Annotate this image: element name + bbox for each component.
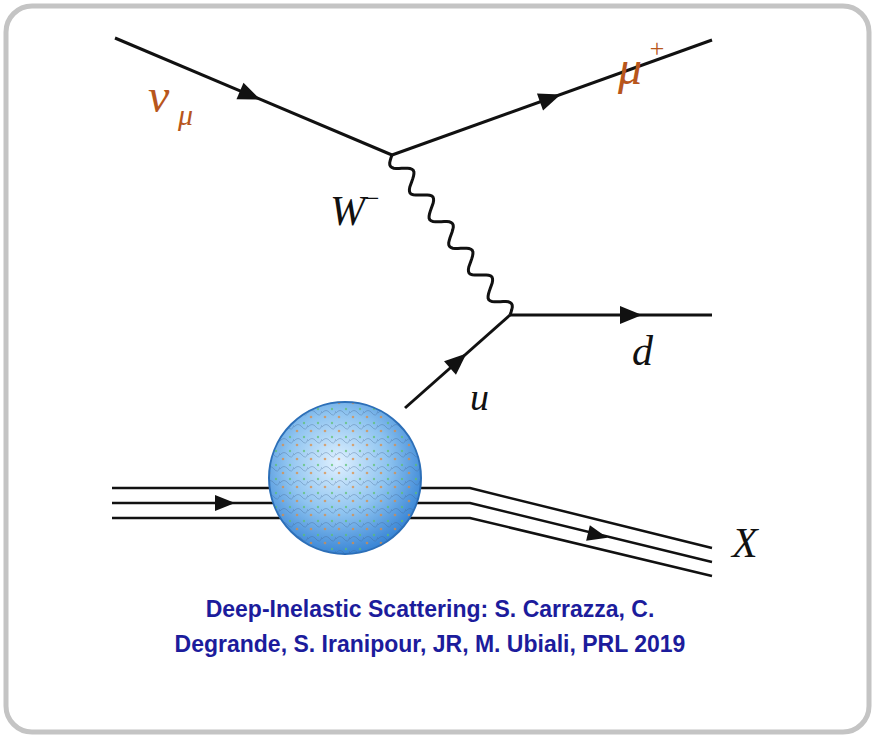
- proton-lines-out: [405, 488, 712, 576]
- particle-symbol: ν: [148, 72, 169, 120]
- caption: Deep-Inelastic Scattering: S. Carrazza, …: [150, 592, 710, 661]
- proton-lines-in: [112, 488, 290, 518]
- particle-symbol: u: [470, 378, 489, 416]
- up-quark-line: [405, 315, 510, 408]
- particle-symbol: W: [330, 190, 365, 232]
- particle-charge: +: [648, 36, 666, 62]
- frame: [6, 6, 869, 732]
- particle-symbol: X: [732, 522, 758, 564]
- neutrino-line: [115, 38, 392, 155]
- particle-charge: −: [363, 186, 381, 212]
- down-quark-line: [510, 314, 712, 317]
- particle-symbol: μ: [618, 44, 642, 92]
- w-boson-line: [390, 155, 513, 315]
- particle-symbol: d: [632, 330, 653, 372]
- particle-subscript: μ: [178, 100, 193, 130]
- proton-blob: [269, 402, 421, 554]
